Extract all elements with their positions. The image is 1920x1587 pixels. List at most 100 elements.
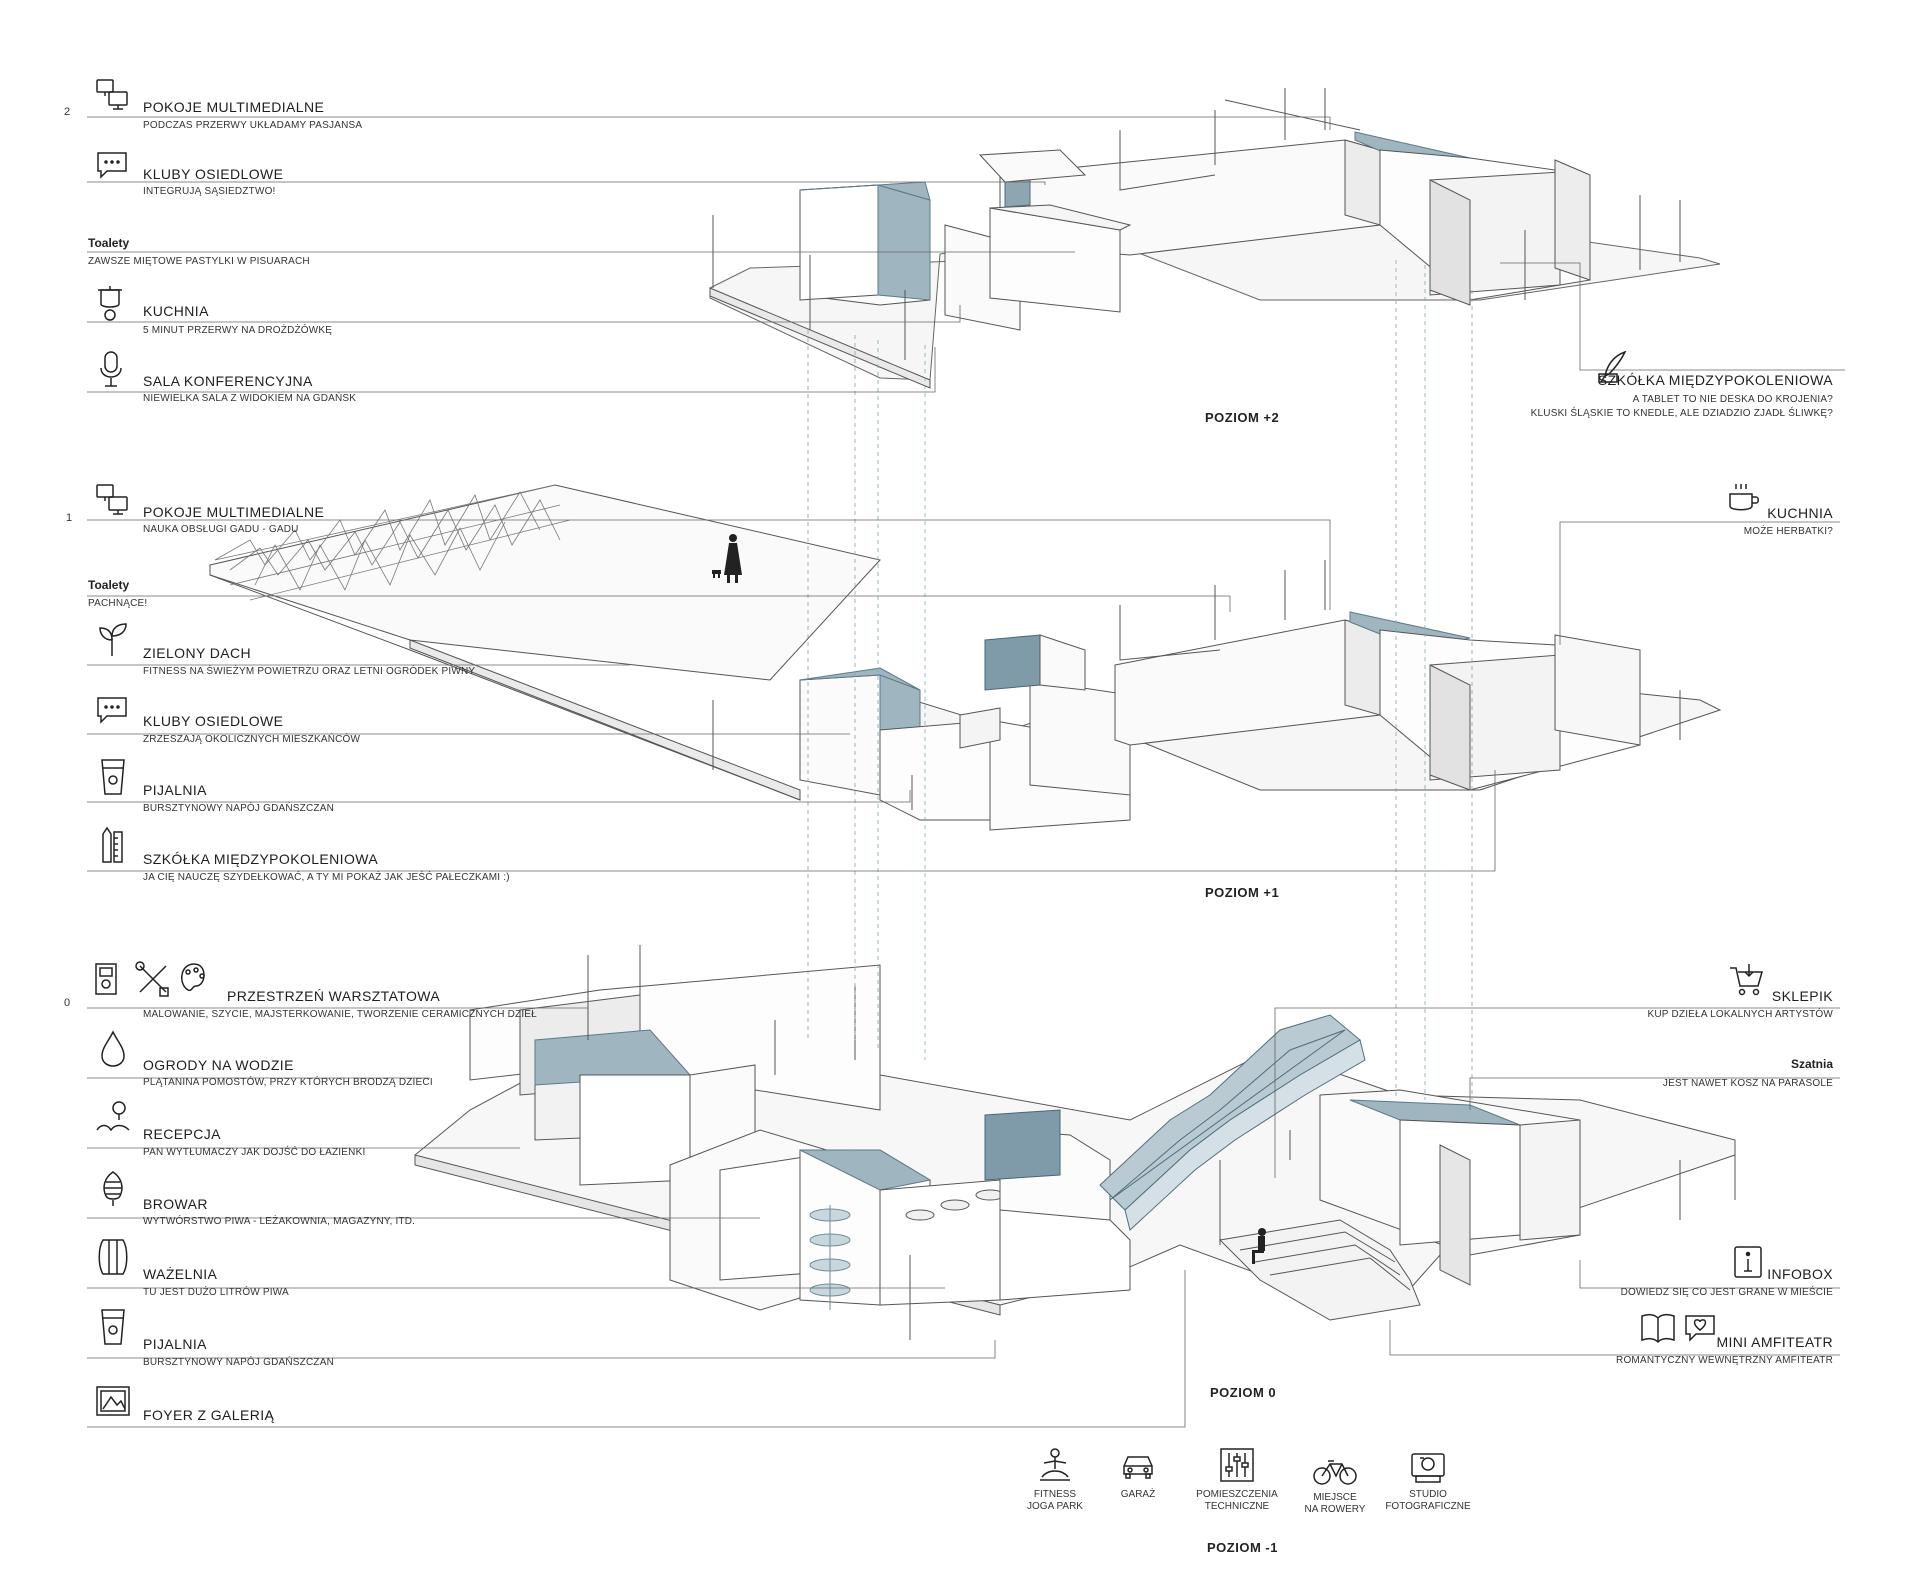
sprout-icon: [99, 623, 127, 656]
l2-kitchen-sub: 5 MINUT PRZERWY NA DROŻDŻÓWKĘ: [143, 325, 333, 336]
quill-inkpot-icon: [1598, 350, 1627, 383]
person-with-dog: [712, 534, 742, 583]
l0-brewery-title: BROWAR: [143, 1196, 208, 1212]
l0-workshop-sub: MALOWANIE, SZYCIE, MAJSTERKOWANIE, TWORZ…: [143, 1009, 537, 1020]
amphitheatre-steps: [1218, 1219, 1421, 1321]
basement-tech-line2: TECHNICZNE: [1204, 1501, 1270, 1512]
l0-brewery-sub: WYTWÓRSTWO PIWA - LEŻAKOWNIA, MAGAZYNY, …: [143, 1216, 416, 1227]
water-drop-icon: [101, 1030, 125, 1067]
l2-clubs-sub: INTEGRUJĄ SĄSIEDZTWO!: [143, 186, 276, 197]
l0-shop-title: SKLEPIK: [1771, 988, 1833, 1004]
level-minus-1-name: POZIOM -1: [1207, 1540, 1278, 1555]
l2-conference-sub: NIEWIELKA SALA Z WIDOKIEM NA GDAŃSK: [143, 393, 357, 404]
l1-green-roof-sub: FITNESS NA ŚWIEŻYM POWIETRZU ORAZ LETNI …: [143, 666, 476, 677]
level-2-building: [709, 88, 1721, 389]
l0-reception-title: RECEPCJA: [143, 1126, 221, 1142]
cooking-pot-icon: [98, 286, 122, 321]
l1-school-title: SZKÓŁKA MIĘDZYPOKOLENIOWA: [143, 851, 379, 867]
l1-pijalnia-sub: BURSZTYNOWY NAPÓJ GDAŃSZCZAN: [143, 803, 334, 814]
l1-toilets-title: Toalety: [88, 578, 130, 592]
bicycle-icon: [1313, 1460, 1357, 1485]
l0-water-gardens-sub: PLĄTANINA POMOSTÓW, PRZY KTÓRYCH BRODZĄ …: [143, 1077, 433, 1088]
l1-clubs-title: KLUBY OSIEDLOWE: [143, 713, 284, 729]
l2-conference-title: SALA KONFERENCYJNA: [143, 373, 313, 389]
l2-multimedia-sub: PODCZAS PRZERWY UKŁADAMY PASJANSA: [143, 120, 363, 131]
l0-amphitheatre-sub: ROMANTYCZNY WEWNĘTRZNY AMFITEATR: [1616, 1355, 1833, 1366]
barrel-icon: [98, 1239, 128, 1275]
l0-shop-sub: KUP DZIEŁA LOKALNYCH ARTYSTÓW: [1647, 1009, 1833, 1020]
l2-clubs-title: KLUBY OSIEDLOWE: [143, 166, 284, 182]
level-1-building: [209, 484, 1722, 831]
framed-picture-icon: [96, 1386, 130, 1416]
spiral-stairs: [809, 1205, 851, 1310]
leader-lines: [87, 116, 1845, 1428]
grand-staircase: [1099, 1014, 1366, 1231]
l0-wazelnia-sub: TU JEST DUŻO LITRÓW PIWA: [143, 1287, 289, 1298]
chat-bubble-icon: [97, 697, 127, 724]
l0-infobox-title: INFOBOX: [1767, 1266, 1833, 1282]
basement-fitness-line2: JOGA PARK: [1027, 1501, 1083, 1512]
l0-cloakroom-title: Szatnia: [1790, 1057, 1833, 1071]
l2-toilets-title: Toalety: [88, 236, 130, 250]
l2-toilets-sub: ZAWSZE MIĘTOWE PASTYLKI W PISUARACH: [88, 256, 310, 267]
level-0-building: [414, 945, 1736, 1340]
yoga-icon: [1040, 1448, 1070, 1481]
l1-kitchen-title: KUCHNIA: [1767, 505, 1833, 521]
book-heart-icon: [1641, 1313, 1715, 1344]
l0-water-gardens-title: OGRODY NA WODZIE: [143, 1057, 294, 1073]
l1-kitchen-sub: MOŻE HERBATKI?: [1743, 526, 1833, 537]
level-0-name: POZIOM 0: [1210, 1385, 1277, 1400]
l1-toilets-sub: PACHNĄCE!: [88, 598, 148, 609]
photo-studio-icon: [1411, 1453, 1445, 1483]
level-1-name: POZIOM +1: [1205, 885, 1280, 900]
hop-cone-icon: [103, 1171, 123, 1206]
l0-infobox-sub: DOWIEDZ SIĘ CO JEST GRANE W MIEŚCIE: [1620, 1287, 1833, 1298]
basement-garage-line1: GARAŻ: [1120, 1489, 1156, 1500]
pencil-ruler-icon: [102, 826, 123, 863]
seated-person: [1252, 1228, 1266, 1264]
l0-pijalnia-title: PIJALNIA: [143, 1336, 207, 1352]
l0-amphitheatre-title: MINI AMFITEATR: [1716, 1334, 1833, 1350]
basement-studio-line2: FOTOGRAFICZNE: [1385, 1501, 1471, 1512]
coffee-cup-icon: [1729, 484, 1759, 511]
mixer-sliders-icon: [1220, 1448, 1254, 1482]
l1-green-roof-title: ZIELONY DACH: [143, 645, 252, 661]
l2-multimedia-title: POKOJE MULTIMEDIALNE: [143, 99, 325, 115]
l0-wazelnia-title: WAŻELNIA: [143, 1266, 218, 1282]
l0-reception-sub: PAN WYTŁUMACZY JAK DOJŚĆ DO ŁAZIENKI: [143, 1147, 366, 1158]
basement-fitness-line1: FITNESS: [1033, 1489, 1077, 1500]
basement-studio-line1: STUDIO: [1409, 1489, 1447, 1500]
info-icon: [1734, 1246, 1762, 1278]
l0-cloakroom-sub: JEST NAWET KOSZ NA PARASOLE: [1662, 1078, 1833, 1089]
basement-tech-line1: POMIESZCZENIA: [1196, 1489, 1278, 1500]
level-1-number: 1: [66, 512, 73, 524]
workshop-tools-icon: [95, 961, 205, 997]
l1-multimedia-title: POKOJE MULTIMEDIALNE: [143, 504, 325, 520]
l0-pijalnia-sub: BURSZTYNOWY NAPÓJ GDAŃSZCZAN: [143, 1357, 334, 1368]
basement-bikes-line1: MIEJSCE: [1313, 1492, 1357, 1503]
l0-foyer-title: FOYER Z GALERIĄ: [143, 1407, 275, 1423]
microphone-icon: [100, 351, 122, 387]
level-2-name: POZIOM +2: [1205, 410, 1280, 425]
l1-multimedia-sub: NAUKA OBSŁUGI GADU - GADU: [143, 524, 299, 535]
basement-bikes-line2: NA ROWERY: [1304, 1504, 1366, 1515]
receptionist-icon: [96, 1101, 130, 1132]
computer-icon: [96, 79, 128, 110]
car-icon: [1123, 1456, 1153, 1479]
l2-school-title: SZKÓŁKA MIĘDZYPOKOLENIOWA: [1597, 372, 1833, 388]
l2-school-sub: A TABLET TO NIE DESKA DO KROJENIA?: [1632, 394, 1833, 405]
chat-bubble-icon: [97, 152, 127, 179]
l1-pijalnia-title: PIJALNIA: [143, 782, 207, 798]
shopping-cart-icon: [1730, 964, 1763, 996]
level-2-number: 2: [64, 106, 71, 118]
beer-glass-icon: [101, 1309, 125, 1345]
vertical-connectors: [807, 260, 1473, 1100]
l1-school-sub: JA CIĘ NAUCZĘ SZYDEŁKOWAĆ, A TY MI POKAŻ…: [143, 872, 510, 883]
l2-school-sub-2: KLUSKI ŚLĄSKIE TO KNEDLE, ALE DZIADZIO Z…: [1530, 408, 1833, 419]
level-0-number: 0: [64, 997, 71, 1009]
l2-kitchen-title: KUCHNIA: [143, 303, 209, 319]
l0-workshop-title: PRZESTRZEŃ WARSZTATOWA: [227, 988, 441, 1004]
roof-truss: [214, 484, 571, 601]
computer-icon: [96, 484, 128, 515]
